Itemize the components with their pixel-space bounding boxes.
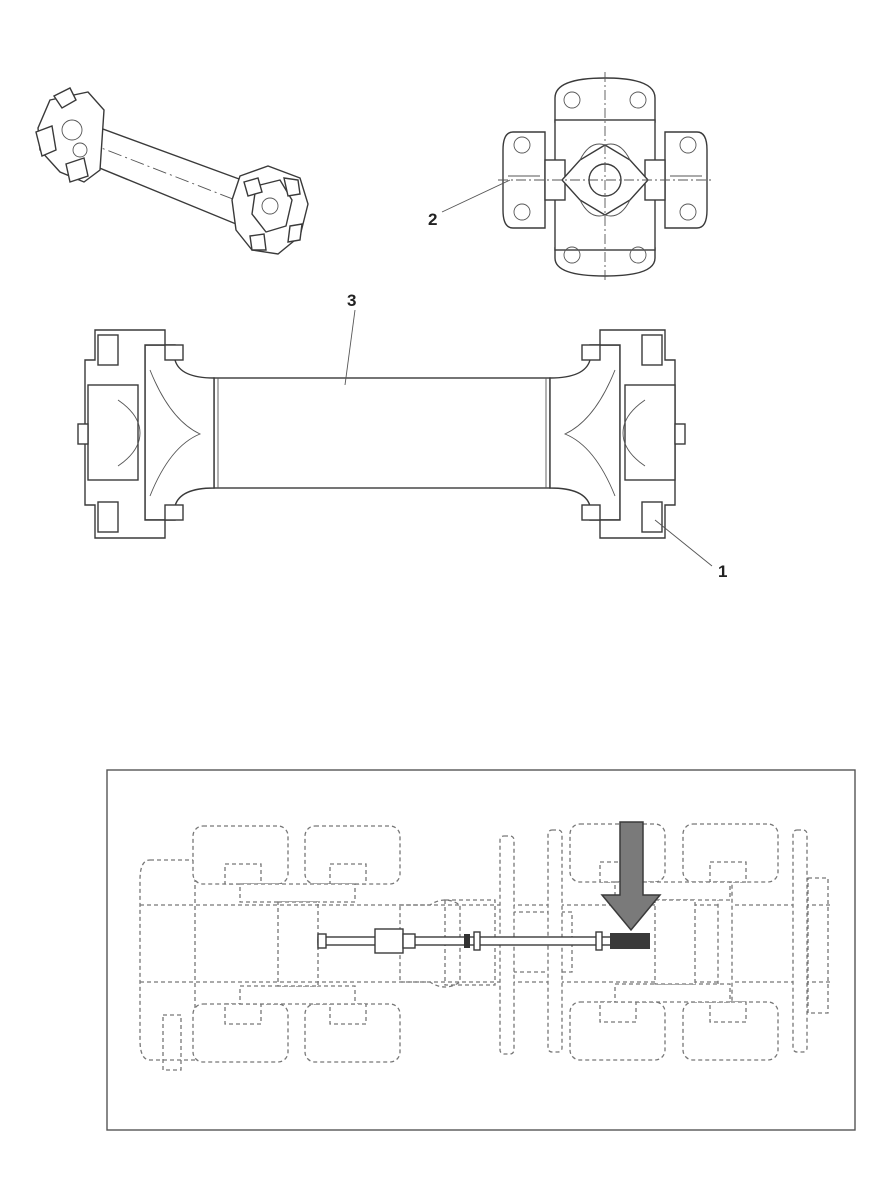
- callout-3-label: 3: [347, 291, 356, 310]
- callout-2-label: 2: [428, 210, 437, 229]
- isometric-shaft-view: [35, 87, 309, 255]
- callout-1: 1: [654, 519, 727, 581]
- spider-end-view: [498, 72, 712, 282]
- location-frame: [106, 769, 856, 1131]
- vehicle-chassis-outline: [139, 823, 830, 1071]
- callout-3: 3: [344, 291, 356, 386]
- callout-2: 2: [428, 179, 511, 229]
- location-indicator-arrow: [600, 821, 662, 932]
- callout-1-label: 1: [718, 562, 727, 581]
- side-view-shaft: [77, 329, 686, 539]
- drive-shaft-location: [317, 928, 650, 954]
